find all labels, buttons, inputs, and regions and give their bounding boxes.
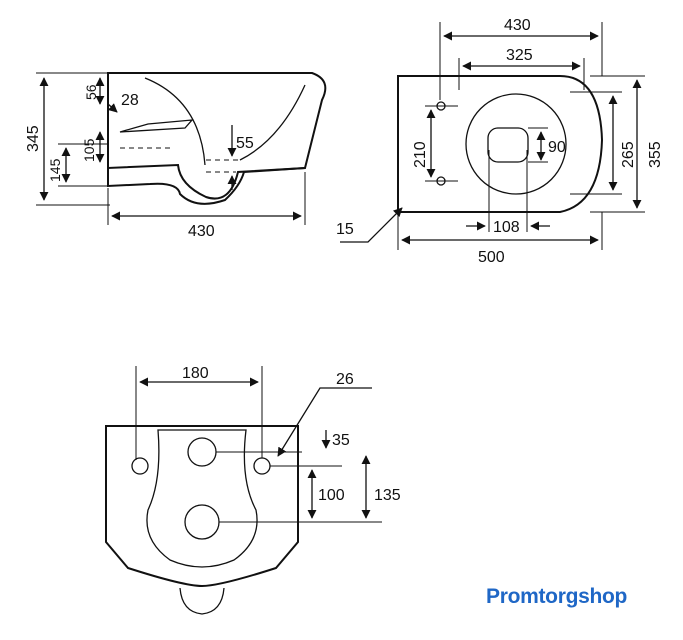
side-view: 345 145 56 28 105 55 430 xyxy=(25,72,327,240)
dim-100: 100 xyxy=(318,487,345,504)
rear-outlet-hole xyxy=(184,504,220,540)
brand-part2: shop xyxy=(578,585,628,608)
dim-265: 265 xyxy=(620,141,637,168)
dim-210: 210 xyxy=(412,141,429,168)
dim-430-top: 430 xyxy=(504,17,531,34)
dim-55: 55 xyxy=(236,135,254,152)
top-view-outline xyxy=(397,75,604,213)
rear-mount-hole-right xyxy=(253,457,271,475)
dim-15: 15 xyxy=(336,221,354,238)
dim-35: 35 xyxy=(332,432,350,449)
dim-90: 90 xyxy=(548,139,566,156)
side-view-bowl-curve xyxy=(144,77,206,166)
dim-145: 145 xyxy=(47,158,63,182)
brand-logo: Promtorgshop xyxy=(486,585,627,609)
rear-view-outline xyxy=(105,425,299,588)
top-view: 430 325 210 265 355 90 108 xyxy=(336,17,664,266)
rear-mount-hole-left xyxy=(131,457,149,475)
rear-view-inner xyxy=(146,429,258,568)
dim-355: 355 xyxy=(647,141,664,168)
dim-345: 345 xyxy=(25,125,42,152)
dim-180: 180 xyxy=(182,365,209,382)
top-view-outlet xyxy=(487,127,529,163)
dim-135: 135 xyxy=(374,487,401,504)
dim-430-side: 430 xyxy=(188,223,215,240)
top-view-bowl xyxy=(465,93,567,195)
rear-view: 180 26 35 100 135 xyxy=(105,365,401,615)
dim-105: 105 xyxy=(81,138,97,162)
side-view-base xyxy=(107,167,306,205)
rear-view-bottom-lip xyxy=(179,587,225,615)
side-view-inlet xyxy=(119,119,194,133)
dim-108: 108 xyxy=(493,219,520,236)
side-view-outline xyxy=(107,72,327,200)
dim-56: 56 xyxy=(83,84,99,100)
dim-28: 28 xyxy=(121,92,139,109)
rear-inlet-hole xyxy=(187,437,217,467)
dim-26: 26 xyxy=(336,371,354,388)
brand-part1: Promtorg xyxy=(486,585,579,608)
dim-325: 325 xyxy=(506,47,533,64)
side-view-inner-curve xyxy=(239,84,306,161)
dim-500: 500 xyxy=(478,249,505,266)
